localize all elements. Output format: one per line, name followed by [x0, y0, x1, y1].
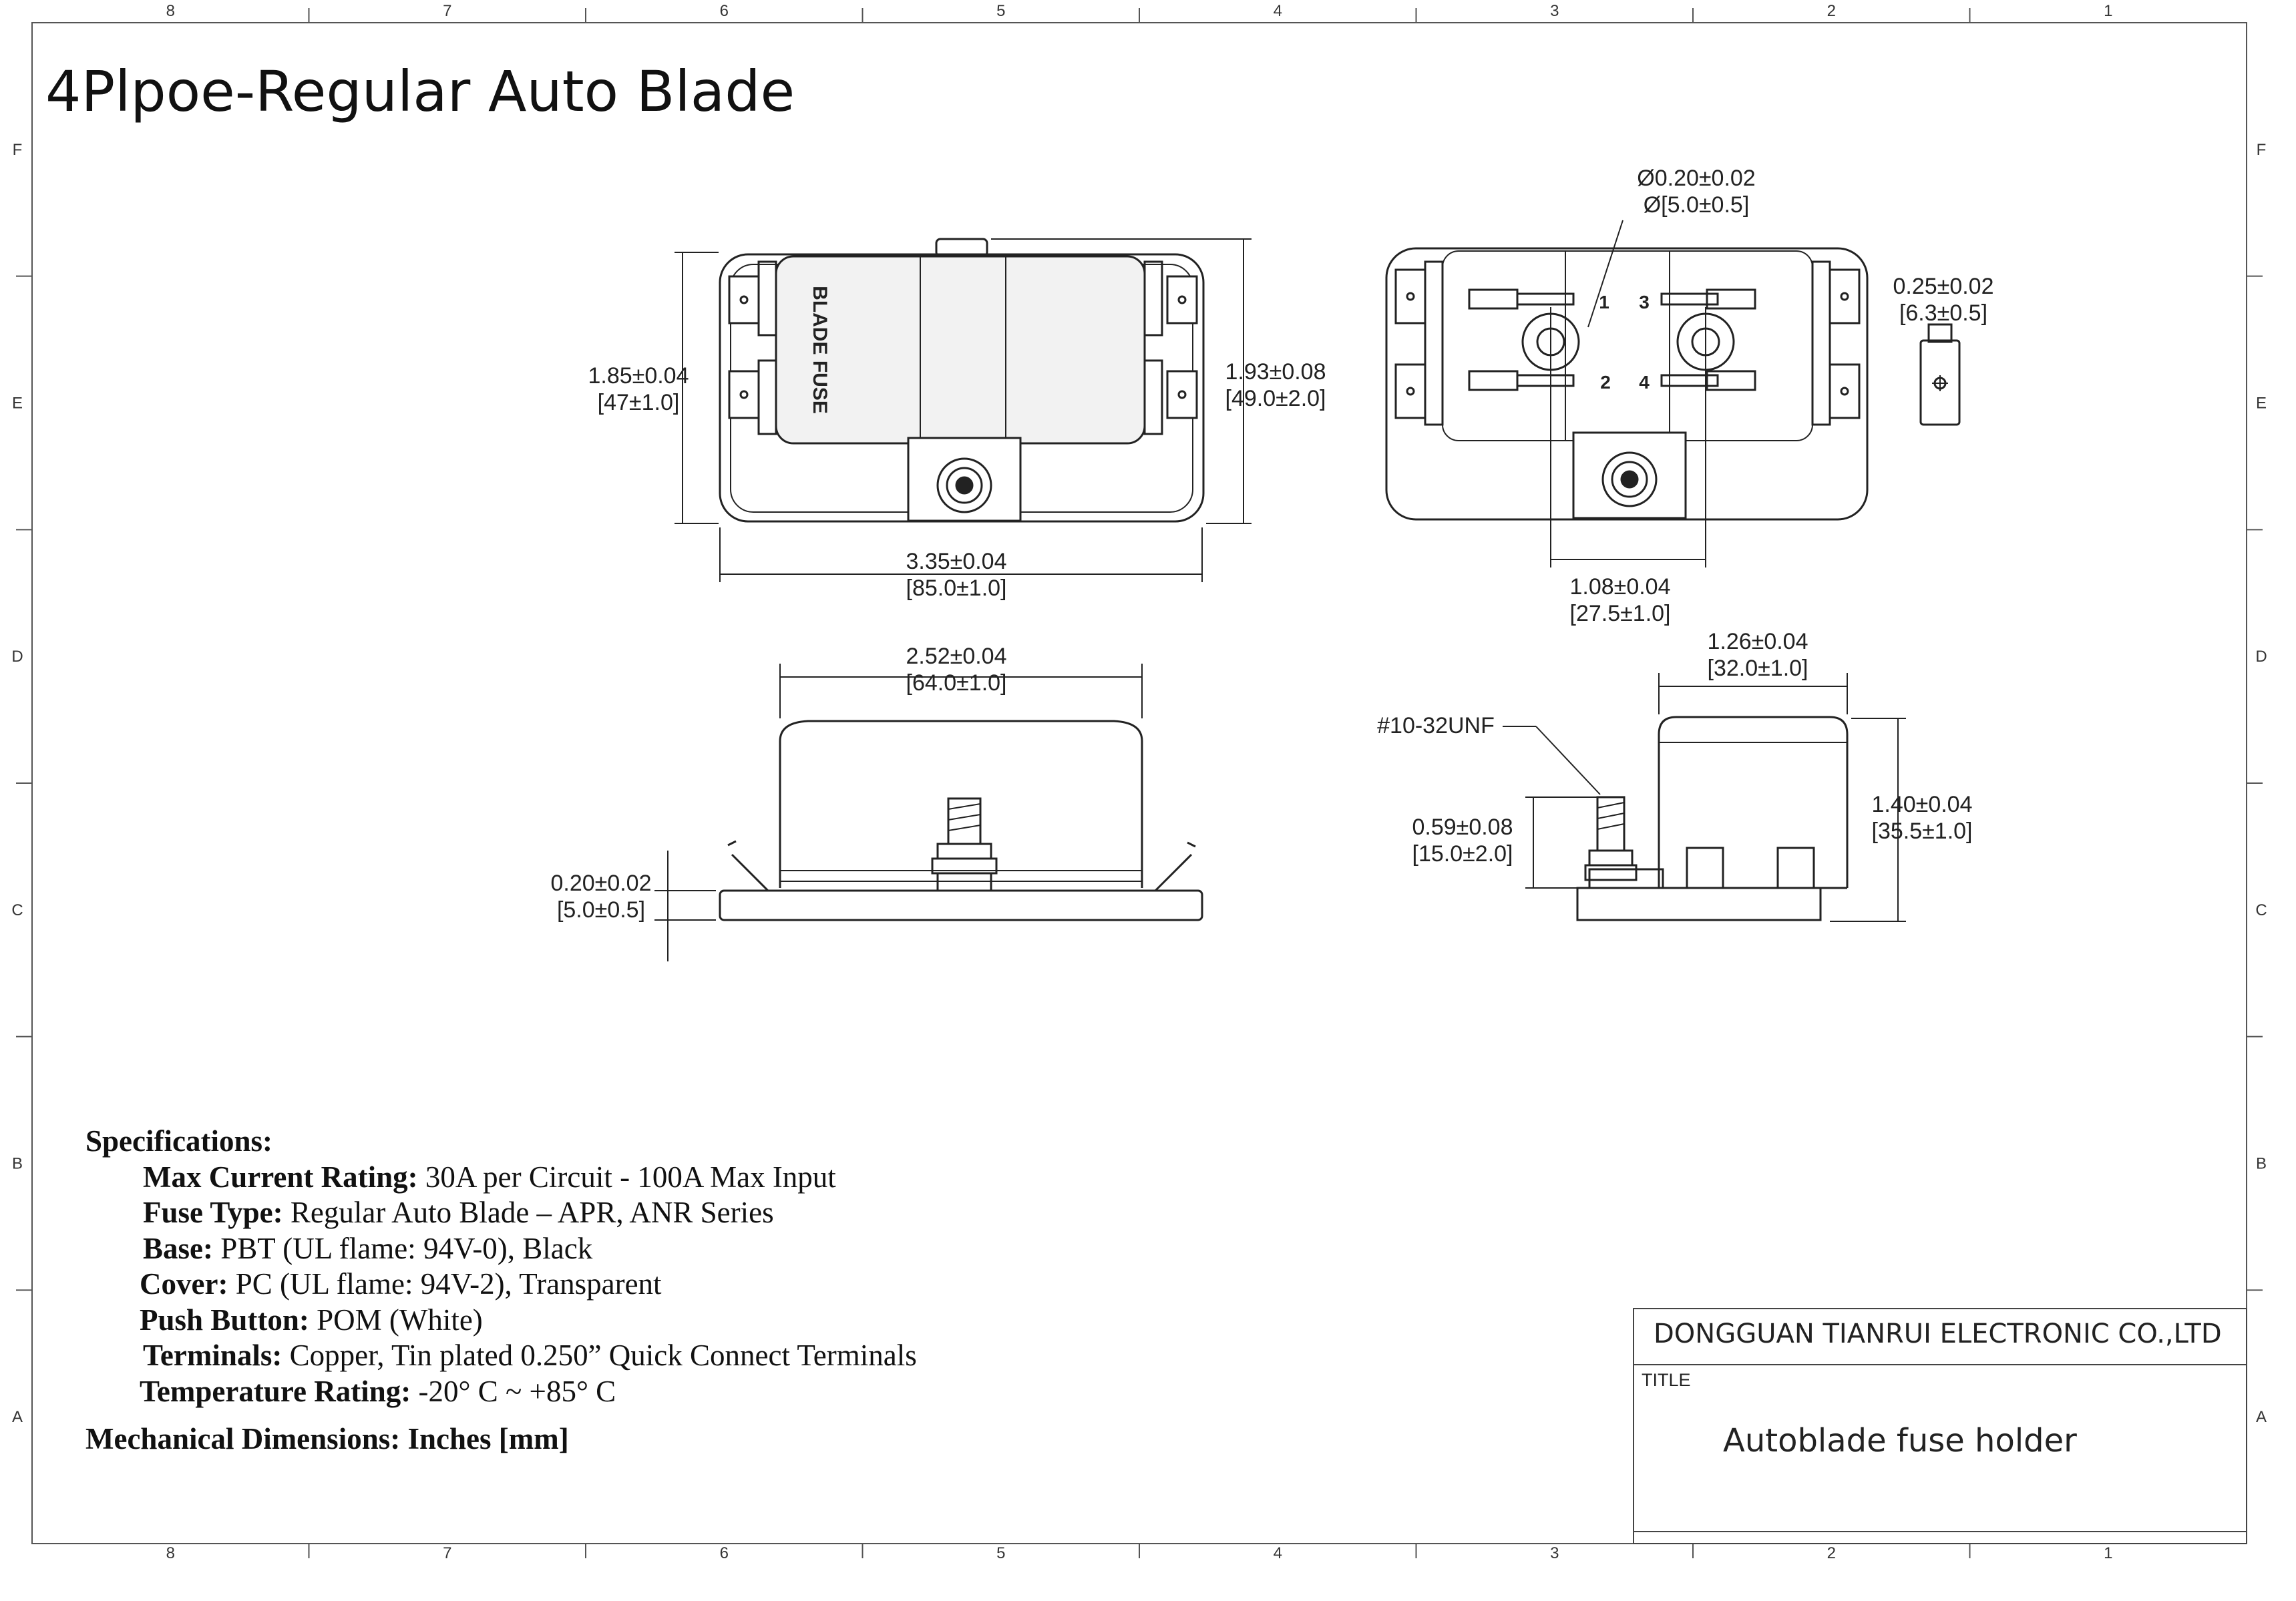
slot-number: 3	[1639, 292, 1650, 312]
dim-base-thk: 0.20±0.02[5.0±0.5]	[550, 871, 651, 923]
zone-column-label: 3	[1550, 2, 1559, 20]
zone-column-label: 6	[720, 1544, 729, 1562]
zone-row-label: B	[2256, 1155, 2267, 1173]
terminal-detail	[1919, 323, 1961, 426]
zone-column-label: 2	[1827, 1544, 1836, 1562]
zone-column-label: 7	[443, 2, 451, 20]
dim-pitch: 1.08±0.04[27.5±1.0]	[1569, 574, 1670, 626]
dim-width-top: 3.35±0.04[85.0±1.0]	[906, 549, 1006, 601]
title-label: TITLE	[1642, 1370, 1691, 1390]
side-view	[1576, 716, 1849, 921]
zone-column-label: 1	[2104, 2, 2112, 20]
spec-row: Fuse Type: Regular Auto Blade – APR, ANR…	[143, 1196, 774, 1229]
specs-footer: Mechanical Dimensions: Inches [mm]	[85, 1422, 569, 1455]
zone-column-label: 3	[1550, 1544, 1559, 1562]
zone-row-label: D	[2255, 648, 2267, 666]
zone-row-label: E	[2256, 395, 2267, 413]
slot-number: 1	[1599, 292, 1609, 312]
dim-thread: #10-32UNF	[1377, 713, 1495, 738]
title-block	[1633, 1308, 2247, 1544]
top-view-open	[1385, 247, 1869, 521]
spec-row: Cover: PC (UL flame: 94V-2), Transparent	[140, 1267, 662, 1301]
dim-depth: 1.26±0.04[32.0±1.0]	[1707, 629, 1808, 681]
spec-row: Base: PBT (UL flame: 94V-0), Black	[143, 1231, 593, 1265]
zone-row-label: A	[2256, 1408, 2267, 1426]
zone-column-label: 5	[996, 1544, 1005, 1562]
zone-column-label: 2	[1827, 2, 1836, 20]
dim-stud-height: 0.59±0.08[15.0±2.0]	[1412, 815, 1513, 867]
specs-heading: Specifications:	[85, 1124, 272, 1158]
zone-column-label: 4	[1274, 2, 1282, 20]
top-view-cover	[719, 238, 1205, 523]
slot-number: 2	[1600, 372, 1611, 393]
drawing-title: Autoblade fuse holder	[1723, 1422, 2077, 1459]
zone-column-label: 8	[166, 1544, 175, 1562]
zone-column-label: 6	[720, 2, 729, 20]
dim-cover-width: 2.52±0.04[64.0±1.0]	[906, 644, 1006, 696]
zone-row-label: F	[13, 141, 23, 159]
dim-height-right: 1.93±0.08[49.0±2.0]	[1225, 359, 1326, 411]
cover-label: BLADE FUSE	[809, 286, 831, 414]
zone-column-label: 7	[443, 1544, 451, 1562]
zone-row-label: A	[12, 1408, 23, 1426]
zone-row-label: C	[11, 901, 23, 919]
spec-row: Temperature Rating: -20° C ~ +85° C	[140, 1374, 616, 1408]
zone-row-label: F	[2257, 141, 2267, 159]
dim-terminal: 0.25±0.02[6.3±0.5]	[1893, 274, 1993, 326]
specifications: Specifications: Max Current Rating: 30A …	[85, 1124, 917, 1457]
dim-total-height: 1.40±0.04[35.5±1.0]	[1871, 792, 1972, 844]
spec-row: Terminals: Copper, Tin plated 0.250” Qui…	[143, 1339, 917, 1372]
slot-number: 4	[1639, 372, 1650, 393]
zone-row-label: D	[11, 648, 23, 666]
zone-column-label: 1	[2104, 1544, 2112, 1562]
dim-height-left: 1.85±0.04[47±1.0]	[588, 363, 689, 415]
zone-row-label: E	[12, 395, 23, 413]
spec-row: Push Button: POM (White)	[140, 1303, 483, 1337]
page-title: 4Plpoe-Regular Auto Blade	[45, 59, 795, 124]
zone-column-label: 4	[1274, 1544, 1282, 1562]
front-view	[719, 720, 1203, 921]
zone-row-label: B	[12, 1155, 23, 1173]
zone-column-label: 5	[996, 2, 1005, 20]
company-name: DONGGUAN TIANRUI ELECTRONIC CO.,LTD	[1654, 1319, 2222, 1349]
zone-column-label: 8	[166, 2, 175, 20]
zone-row-label: C	[2255, 901, 2267, 919]
spec-row: Max Current Rating: 30A per Circuit - 10…	[143, 1160, 836, 1194]
